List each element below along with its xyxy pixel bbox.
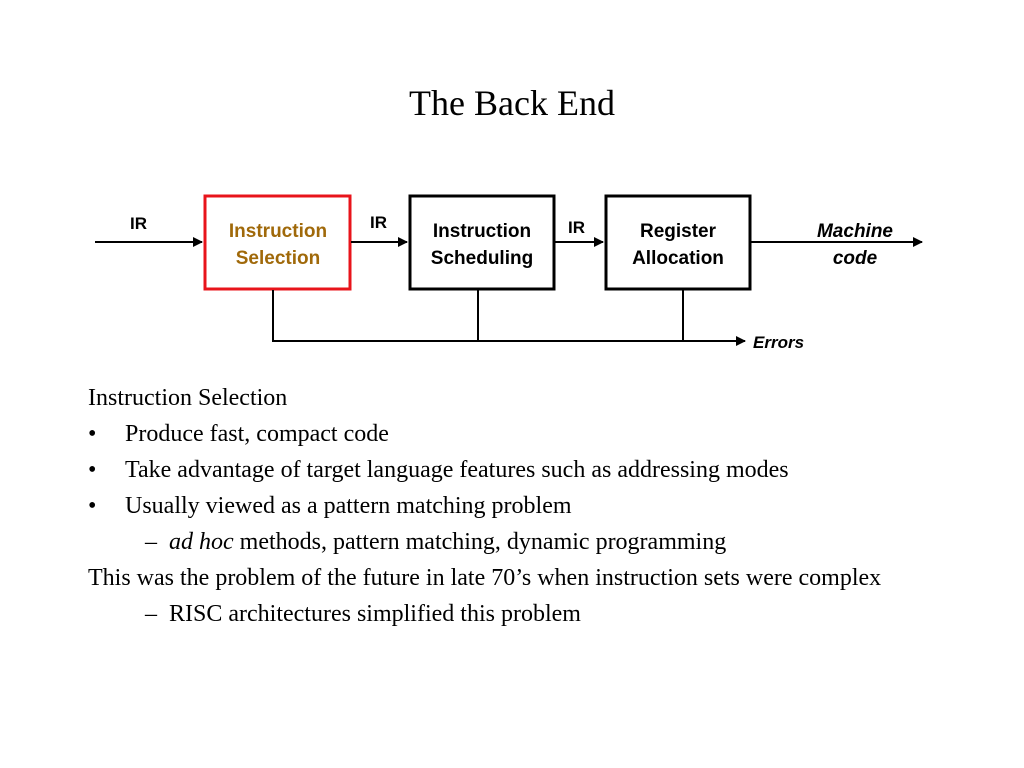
edge-label-ir-2: IR [568, 218, 585, 237]
box-register-allocation [604, 194, 752, 291]
sub-bullet-text: RISC architectures simplified this probl… [169, 601, 581, 627]
dash-marker: – [145, 529, 157, 555]
box-instruction-scheduling-line1: Instruction [433, 221, 531, 242]
box-instruction-selection-line2: Selection [236, 248, 320, 269]
bullet-text: Take advantage of target language featur… [125, 457, 789, 483]
bullet-item: • Usually viewed as a pattern matching p… [88, 491, 968, 521]
sub-bullet-item: – RISC architectures simplified this pro… [88, 599, 968, 629]
bullet-text: Usually viewed as a pattern matching pro… [125, 493, 572, 519]
box-instruction-scheduling-line2: Scheduling [431, 248, 533, 269]
paragraph: This was the problem of the future in la… [88, 565, 882, 591]
dash-marker: – [145, 601, 157, 627]
slide-title: The Back End [409, 83, 615, 123]
bullet-marker: • [88, 493, 97, 519]
box-instruction-selection-line1: Instruction [229, 221, 327, 242]
bullet-text: Produce fast, compact code [125, 421, 389, 447]
box-instruction-selection [203, 194, 352, 291]
edge-label-ir-input: IR [130, 214, 147, 233]
output-label-line1: Machine [817, 221, 893, 242]
edge-label-ir-1: IR [370, 213, 387, 232]
bullet-marker: • [88, 421, 97, 447]
errors-label: Errors [753, 333, 804, 352]
bullet-item: • Take advantage of target language feat… [88, 455, 968, 485]
bullet-item: • Produce fast, compact code [88, 419, 968, 449]
box-instruction-scheduling [408, 194, 556, 291]
sub-bullet-item: – ad hoc methods, pattern matching, dyna… [88, 527, 968, 557]
sub-bullet-text: methods, pattern matching, dynamic progr… [233, 529, 727, 555]
slide-body: Instruction Selection • Produce fast, co… [88, 383, 968, 635]
sub-bullet-italic-text: ad hoc [169, 529, 234, 555]
box-register-allocation-line1: Register [640, 221, 717, 242]
output-label-line2: code [833, 248, 878, 269]
box-register-allocation-line2: Allocation [632, 248, 724, 269]
bullet-marker: • [88, 457, 97, 483]
section-heading: Instruction Selection [88, 385, 288, 411]
